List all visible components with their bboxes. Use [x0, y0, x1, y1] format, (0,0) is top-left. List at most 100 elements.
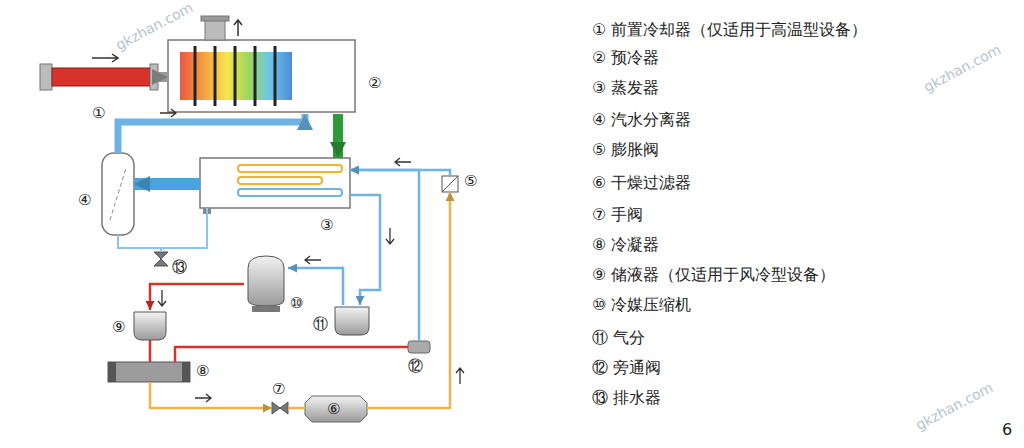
expansion-valve-symbol: [442, 176, 458, 192]
component-box: ⑦: [272, 402, 288, 414]
pipe-connector: [158, 72, 168, 82]
pipe-connector: [150, 284, 244, 310]
drain-valve-symbol-part: [154, 252, 168, 266]
component-box: ⑤: [442, 176, 458, 192]
precooler-symbol-part-part: [234, 46, 237, 106]
callout-number: ⑥: [327, 400, 340, 418]
component-box: ⑫: [408, 341, 430, 353]
watermark: gkzhan.com: [921, 41, 1004, 96]
precooler-symbol-part: [201, 16, 229, 21]
callout-number: ⑬: [172, 258, 187, 276]
callout-number: ⑤: [464, 172, 477, 190]
flow-arrow-part: [158, 290, 166, 306]
watermark: gkzhan.com: [113, 0, 196, 54]
legend-item: ⑥ 干燥过滤器: [592, 173, 691, 193]
legend-item: ⑨ 储液器（仅适用于风冷型设备）: [592, 265, 835, 285]
pipe-connector: [134, 178, 200, 190]
pipe-connector: [150, 382, 272, 408]
legend-item: ① 前置冷却器（仅适用于高温型设备）: [592, 20, 867, 40]
evaporator-symbol-part: [238, 177, 322, 184]
gas-separator-symbol: [335, 307, 369, 335]
precooler-symbol-part: [205, 20, 225, 40]
pipe-connector: [350, 195, 380, 305]
callout-number: ⑧: [196, 362, 209, 380]
precooler-symbol-part: [195, 46, 275, 106]
precooler-symbol-part: [234, 20, 242, 36]
pre-cooler-symbol-part: [52, 68, 150, 86]
separator-symbol: [102, 153, 134, 235]
component-box: ②: [168, 40, 355, 114]
condenser-symbol-part: [108, 362, 190, 382]
receiver-symbol: [134, 312, 166, 340]
callout-number: ⑫: [408, 357, 423, 375]
condenser-symbol-part: [182, 362, 190, 382]
flow-arrow: [158, 109, 464, 402]
hand-valve-symbol: [272, 402, 288, 414]
pipe-connector: [175, 347, 408, 362]
precooler-symbol-part-part: [274, 46, 277, 106]
legend-item: ② 预冷器: [592, 48, 659, 68]
compressor-symbol-part: [252, 306, 280, 312]
legend-item: ③ 蒸发器: [592, 78, 659, 98]
watermark: gkzhan.com: [913, 379, 996, 434]
callout-number: ⑩: [290, 294, 303, 312]
callout-number: ①: [92, 104, 105, 122]
component-box: ①: [40, 66, 158, 88]
expansion-valve-symbol-part: [442, 176, 458, 192]
legend-item: ⑪ 气分: [592, 328, 645, 348]
pre-cooler-symbol-part: [150, 64, 158, 90]
precooler-symbol-part-part: [254, 46, 257, 106]
evaporator-symbol: [200, 158, 350, 214]
dryer-filter-symbol: [305, 396, 367, 422]
component-box: ④: [102, 153, 134, 235]
flow-arrow-part: [305, 256, 321, 264]
legend-item: ⑩ 冷媒压缩机: [592, 295, 691, 315]
callout-number: ③: [320, 216, 333, 234]
callout-number: ⑪: [313, 315, 328, 333]
legend-item: ④ 汽水分离器: [592, 110, 691, 130]
flow-arrow-part: [195, 394, 211, 402]
receiver-symbol-part: [134, 312, 166, 340]
pre-cooler-symbol: [40, 54, 158, 90]
legend-item: ⑤ 膨胀阀: [592, 140, 659, 160]
evaporator-symbol-part: [238, 189, 342, 196]
legend-item: ⑧ 冷凝器: [592, 235, 659, 255]
pipe-connector: [118, 114, 305, 153]
callout-number: ②: [368, 74, 381, 92]
precooler-symbol-part-part: [214, 46, 217, 106]
pipe-connector: [333, 114, 343, 158]
precooler-symbol-part-part: [194, 46, 197, 106]
flow-arrow-part: [395, 158, 411, 166]
callout-number: ④: [78, 191, 91, 209]
drain-valve-symbol: [154, 252, 168, 266]
bypass-valve-symbol-part: [408, 341, 430, 353]
separator-symbol-part: [102, 153, 134, 235]
pipe-connector: [288, 407, 305, 410]
pipe-connector: [350, 170, 419, 341]
component-box: ⑩: [244, 256, 288, 312]
component-box: ⑪: [335, 305, 369, 335]
pipe-connector: [149, 340, 152, 362]
callout-number: ⑦: [272, 380, 285, 398]
pipe-connector: [161, 208, 207, 252]
component-box: ⑨: [134, 310, 166, 340]
component-box: ⑧: [108, 362, 190, 382]
expansion-valve-symbol-part: [442, 176, 458, 192]
condenser-symbol-part: [108, 362, 116, 382]
gas-separator-symbol-part: [335, 307, 369, 335]
pipe-connector: [118, 235, 161, 252]
legend-item: ⑫ 旁通阀: [592, 358, 661, 378]
component-box: ⑬: [154, 252, 168, 266]
pre-cooler-symbol-part: [92, 54, 118, 62]
callout-number: ⑨: [112, 318, 125, 336]
separator-symbol-part: [110, 168, 126, 220]
legend-item: ⑬ 排水器: [592, 388, 661, 408]
evaporator-symbol-part: [200, 158, 350, 208]
component-box: ⑥: [305, 396, 367, 422]
bypass-valve-symbol: [408, 341, 430, 353]
page-number: 6: [1002, 420, 1012, 440]
flow-arrow-part: [386, 228, 394, 244]
condenser-symbol: [108, 362, 190, 382]
hand-valve-symbol-part: [272, 402, 288, 414]
